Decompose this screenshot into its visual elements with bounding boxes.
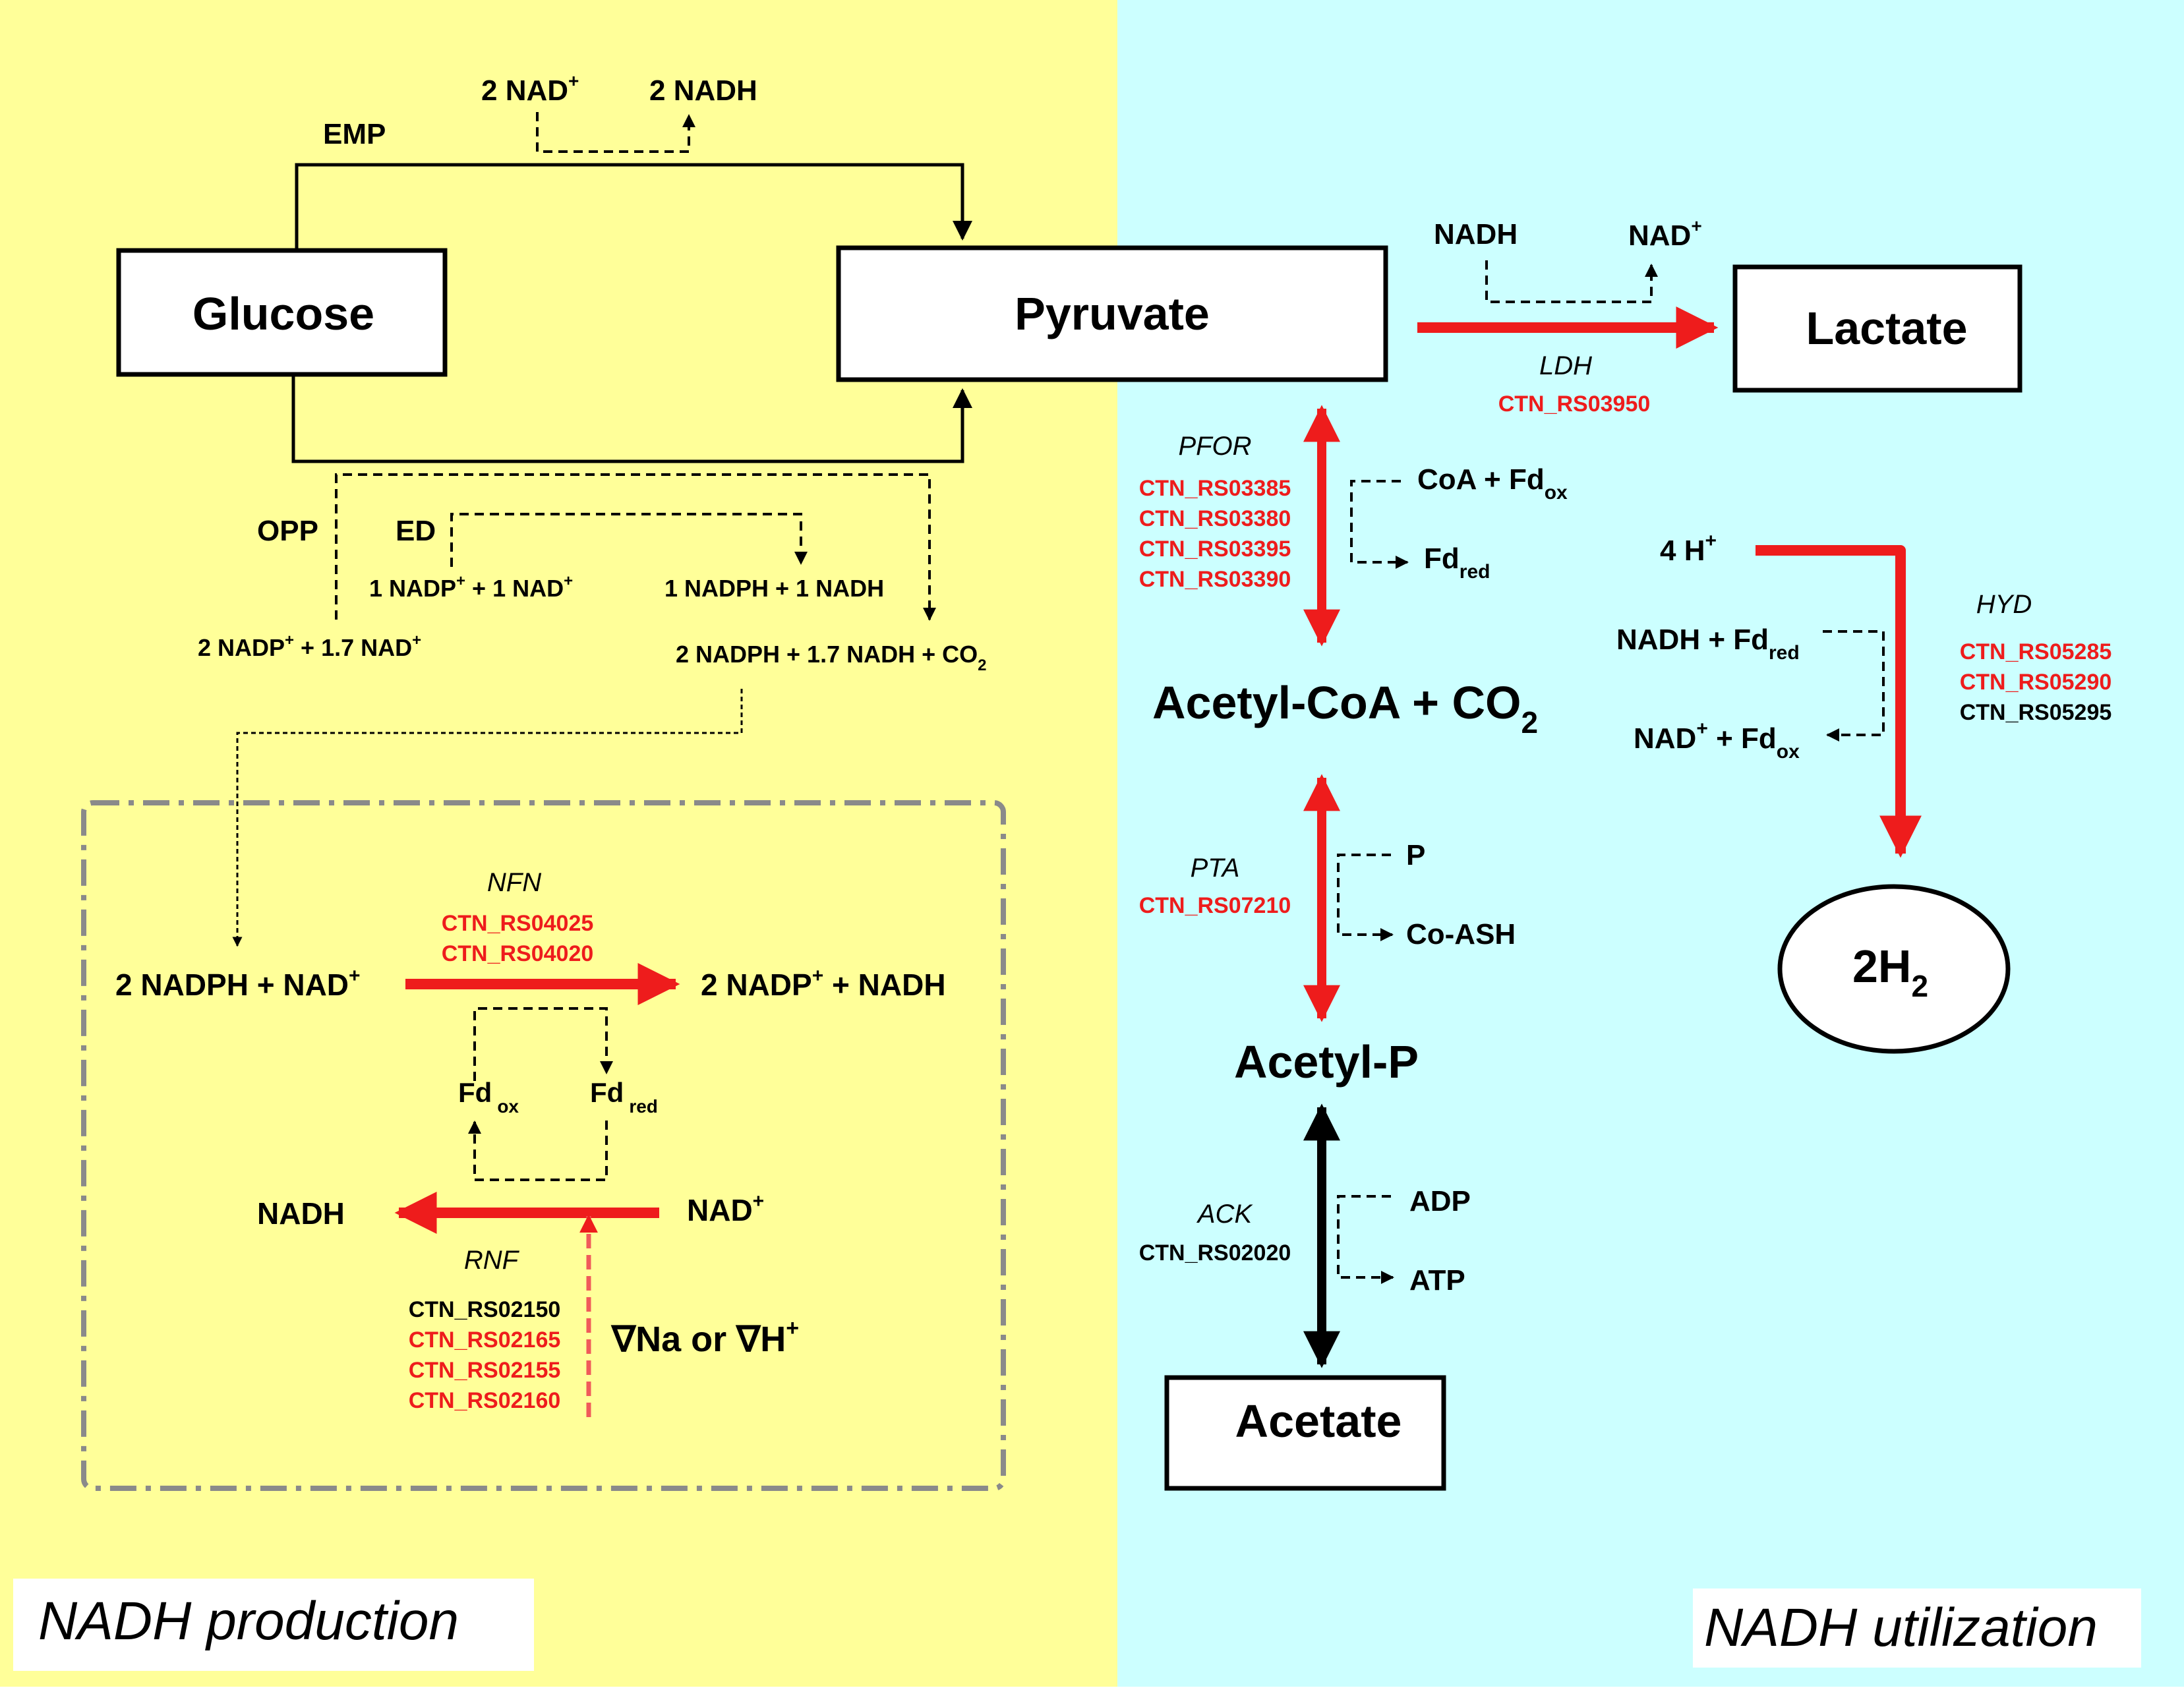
- pta-cofactor-arrow: [1337, 854, 1394, 941]
- lactate-node: [1732, 264, 2022, 393]
- nfn-name: NFN: [487, 868, 541, 897]
- acetate-node: [1164, 1375, 1446, 1491]
- ack-gene-id: CTN_RS02020: [1139, 1240, 1291, 1266]
- pfor-gene-id: CTN_RS03385: [1139, 476, 1291, 501]
- rnf-gene-list: CTN_RS02150CTN_RS02165CTN_RS02155CTN_RS0…: [409, 1297, 561, 1413]
- hyd-name: HYD: [1976, 590, 2032, 619]
- nfn-gene-id: CTN_RS04025: [442, 911, 594, 936]
- right-label-box: [1693, 1588, 2141, 1668]
- left-label-box: [13, 1579, 534, 1671]
- glucose-label: Glucose: [192, 288, 374, 339]
- opp-label: OPP: [257, 515, 318, 547]
- ack-gene-list: CTN_RS02020: [1139, 1240, 1291, 1266]
- h2-label: 2H2: [1852, 941, 1928, 1003]
- nadph-transfer-arrow: [232, 689, 743, 947]
- h2-node: [1777, 884, 2011, 1054]
- ed-right-label: 1 NADPH + 1 NADH: [664, 575, 884, 602]
- hyd-gene-id: CTN_RS05290: [1960, 670, 2112, 695]
- ed-label: ED: [396, 515, 436, 547]
- acetyl-coa-label: Acetyl-CoA + CO2: [1152, 677, 1538, 740]
- rnf-gene-id: CTN_RS02155: [409, 1358, 561, 1383]
- ldh-nadh-label: NADH: [1434, 218, 1518, 250]
- hyd-in-label: NADH + Fdred: [1616, 624, 1800, 664]
- pfor-gene-list: CTN_RS03385CTN_RS03380CTN_RS03395CTN_RS0…: [1139, 476, 1291, 592]
- rnf-gene-id: CTN_RS02150: [409, 1297, 561, 1322]
- emp-nad-label: 2 NAD+: [481, 71, 579, 107]
- rnf-left-label: NADH: [257, 1196, 345, 1231]
- hyd-arrow: [1756, 545, 1922, 858]
- pfor-in-label: CoA + Fdox: [1417, 463, 1568, 504]
- emp-arrow: [295, 163, 972, 250]
- opp-right-label: 2 NADPH + 1.7 NADH + CO2: [676, 641, 986, 674]
- nfn-rnf-box: [81, 800, 1006, 1491]
- pta-out-label: Co-ASH: [1406, 918, 1516, 950]
- emp-nadh-label: 2 NADH: [649, 74, 757, 107]
- ack-name: ACK: [1196, 1200, 1254, 1229]
- rnf-right-label: NAD+: [687, 1190, 764, 1227]
- fd-oxidation-arrow: [468, 1121, 608, 1181]
- hyd-h-label: 4 H+: [1660, 530, 1717, 567]
- hyd-gene-id: CTN_RS05295: [1960, 700, 2112, 725]
- acetate-label: Acetate: [1235, 1395, 1402, 1447]
- pta-in-label: P: [1406, 839, 1425, 871]
- ed-arrow: [450, 513, 808, 567]
- opp-arrow: [335, 473, 936, 621]
- nfn-left-label: 2 NADPH + NAD+: [115, 965, 361, 1002]
- ldh-gene-list: CTN_RS03950: [1498, 392, 1651, 417]
- pfor-gene-id: CTN_RS03380: [1139, 506, 1291, 531]
- opp-left-label: 2 NADP+ + 1.7 NAD+: [198, 631, 421, 661]
- ack-in-label: ADP: [1409, 1185, 1471, 1217]
- ldh-cofactor-arrow: [1485, 260, 1658, 303]
- fd-reduction-arrow: [473, 1007, 613, 1081]
- pta-name: PTA: [1191, 854, 1240, 883]
- emp-label: EMP: [323, 118, 386, 150]
- pta-gene-list: CTN_RS07210: [1139, 893, 1291, 918]
- ion-gradient-label: ∇Na or ∇H+: [610, 1316, 799, 1359]
- glucose-bottom-arrow: [291, 374, 972, 463]
- ed-left-label: 1 NADP+ + 1 NAD+: [369, 572, 573, 602]
- pta-gene-id: CTN_RS07210: [1139, 893, 1291, 918]
- pyruvate-label: Pyruvate: [1015, 288, 1210, 339]
- ldh-nad-label: NAD+: [1628, 216, 1702, 252]
- pfor-out-label: Fdred: [1424, 542, 1490, 583]
- lactate-label: Lactate: [1806, 303, 1967, 354]
- hyd-gene-id: CTN_RS05285: [1960, 639, 2112, 664]
- pfor-gene-id: CTN_RS03390: [1139, 567, 1291, 592]
- acetyl-p-label: Acetyl-P: [1234, 1036, 1419, 1088]
- pfor-gene-id: CTN_RS03395: [1139, 537, 1291, 562]
- emp-cofactor-arrow: [536, 112, 695, 153]
- rnf-gene-id: CTN_RS02160: [409, 1388, 561, 1413]
- hyd-out-label: NAD+ + Fdox: [1634, 718, 1800, 763]
- rnf-gene-id: CTN_RS02165: [409, 1327, 561, 1353]
- ack-out-label: ATP: [1409, 1264, 1465, 1297]
- pfor-cofactor-arrow: [1350, 480, 1409, 569]
- nfn-gene-id: CTN_RS04020: [442, 941, 594, 966]
- hyd-cofactor-arrow: [1823, 630, 1885, 742]
- pyruvate-node: [836, 245, 1388, 382]
- glucose-node: [116, 248, 448, 377]
- nadh-utilization-label: NADH utilization: [1704, 1598, 2098, 1658]
- nfn-right-label: 2 NADP+ + NADH: [701, 965, 946, 1002]
- ack-cofactor-arrow: [1337, 1195, 1394, 1284]
- pfor-name: PFOR: [1178, 432, 1251, 461]
- rnf-name: RNF: [464, 1246, 520, 1275]
- ldh-gene-id: CTN_RS03950: [1498, 392, 1651, 417]
- ldh-name: LDH: [1539, 351, 1592, 380]
- nadh-production-label: NADH production: [38, 1591, 459, 1651]
